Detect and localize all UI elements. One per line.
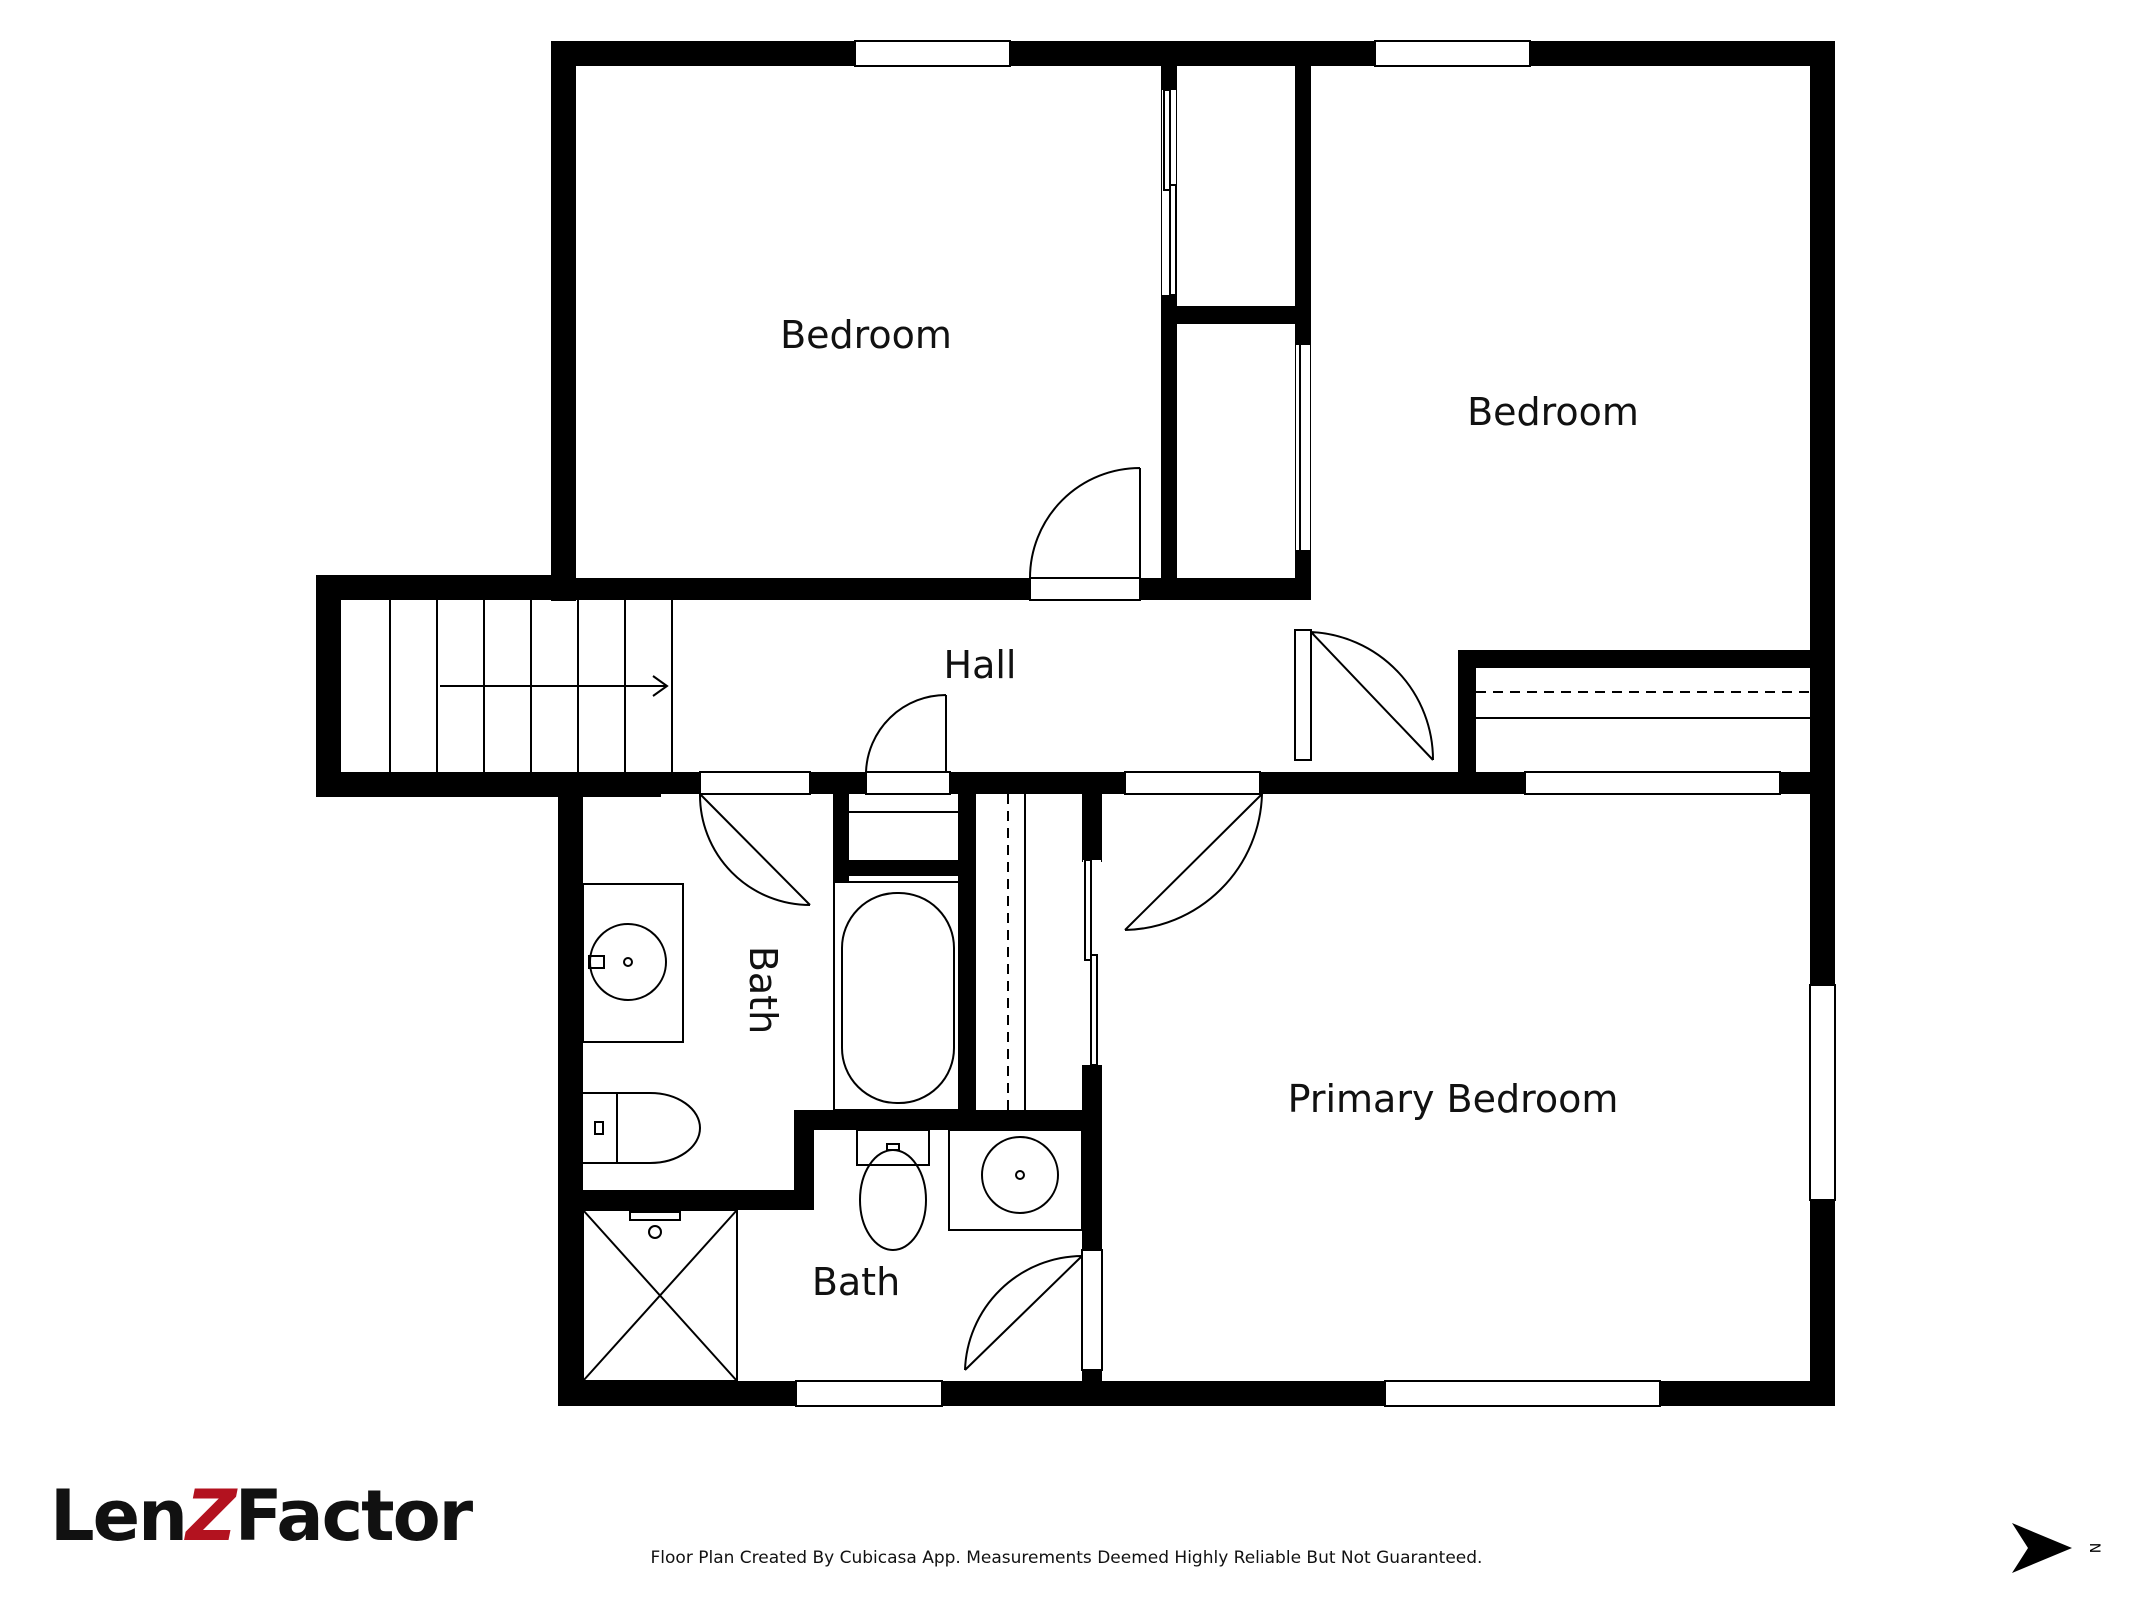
disclaimer-text: Floor Plan Created By Cubicasa App. Meas… [650, 1548, 1483, 1568]
room-label-primary-bedroom: Primary Bedroom [1288, 1077, 1619, 1121]
door-swings [698, 467, 1435, 1371]
compass-direction: N [2086, 1543, 2102, 1553]
fixtures [582, 881, 1083, 1382]
room-label-bedroom-left: Bedroom [780, 313, 952, 357]
logo-text-len: Len [50, 1475, 188, 1557]
logo-text-factor: Factor [234, 1475, 474, 1557]
logo-text-z: Z [185, 1475, 237, 1557]
closets [849, 691, 1810, 1110]
room-label-hall: Hall [944, 643, 1017, 687]
lenzfactor-logo: LenZFactor [50, 1475, 474, 1557]
walls [316, 41, 1835, 1406]
north-arrow-icon: N [2012, 1523, 2102, 1573]
sliding-doors [1084, 89, 1301, 1066]
stairs [389, 600, 673, 772]
room-label-bedroom-right: Bedroom [1467, 390, 1639, 434]
room-label-bath-lower: Bath [812, 1260, 900, 1304]
openings [699, 40, 1836, 1407]
room-label-bath-upper: Bath [741, 946, 785, 1034]
